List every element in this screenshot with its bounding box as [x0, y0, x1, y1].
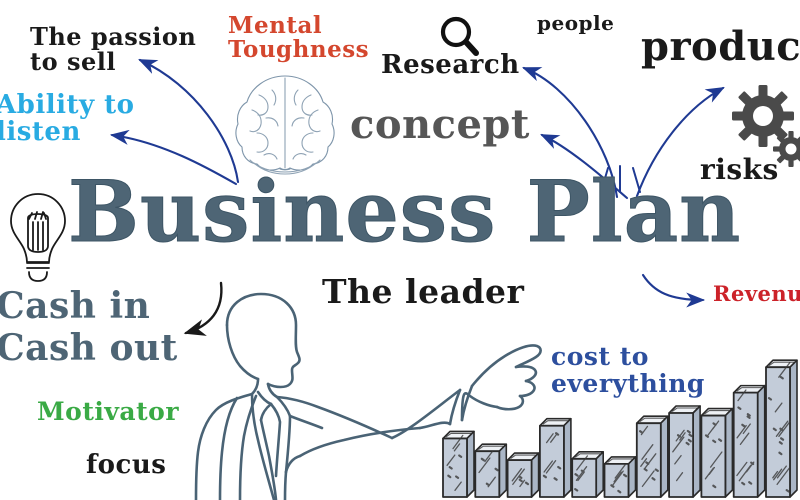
label-ability-to-listen: Ability to listen	[0, 90, 135, 148]
arrow-to-cash	[183, 281, 223, 336]
magnifier-icon	[440, 16, 479, 56]
label-mental-toughness: Mental Toughness	[228, 12, 370, 64]
bar-7	[635, 415, 669, 498]
label-passion-to-sell: The passion to sell	[30, 22, 197, 77]
label-concept: concept	[350, 101, 530, 148]
bar-2	[474, 443, 508, 498]
label-cash-in: Cash in	[0, 287, 150, 326]
label-product: product	[641, 26, 800, 68]
bar-4	[539, 417, 572, 498]
bar-9	[700, 407, 734, 498]
bar-11	[765, 359, 798, 498]
brain-icon	[235, 75, 335, 175]
bar-5	[571, 451, 604, 498]
arrow-to-revenue	[641, 273, 706, 308]
bar-6	[603, 456, 637, 498]
bar-3	[506, 452, 540, 498]
label-focus: focus	[86, 450, 167, 480]
businessman-icon	[194, 292, 542, 500]
label-cash-out: Cash out	[0, 329, 178, 368]
label-risks: risks	[700, 155, 779, 185]
chart-title-line1: cost to	[551, 342, 649, 371]
label-people: people	[537, 11, 615, 35]
label-revenue: Revenue	[713, 281, 800, 306]
bar-8	[668, 405, 701, 498]
label-research: Research	[381, 50, 520, 80]
bar-1	[442, 430, 475, 498]
page-title: Business Plan	[67, 162, 742, 261]
chart-title-line2: everything	[551, 369, 705, 398]
label-the-leader: The leader	[322, 272, 525, 311]
lightbulb-icon	[10, 193, 66, 282]
bar-10	[732, 384, 766, 498]
label-motivator: Motivator	[37, 397, 180, 426]
